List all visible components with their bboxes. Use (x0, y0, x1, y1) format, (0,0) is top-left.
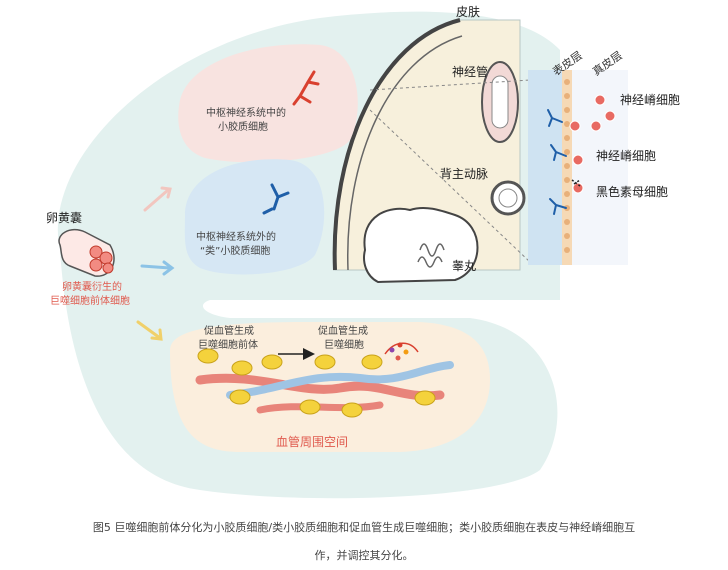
label-cns-microglia-2: 小胶质细胞 (218, 120, 268, 133)
label-testis: 睾丸 (452, 258, 476, 273)
label-melanoblast: 黑色素母细胞 (596, 185, 668, 199)
label-pro-macro-1: 促血管生成 (318, 324, 368, 337)
label-cns-microglia-1: 中枢神经系统中的 (206, 106, 286, 119)
label-pro-precursor-2: 巨噬细胞前体 (198, 338, 258, 351)
label-yolk-precursor-1: 卵黄囊衍生的 (62, 280, 122, 293)
yellow-cells (197, 348, 436, 418)
label-neural-crest-2: 神经嵴细胞 (596, 149, 656, 163)
label-dorsal-aorta: 背主动脉 (440, 166, 488, 181)
embryo-skin-outline (332, 18, 461, 271)
yolk-sac-icon (58, 228, 115, 277)
epidermis-layer (528, 70, 566, 265)
red-microglia-icon (292, 70, 320, 106)
label-pro-macro-2: 巨噬细胞 (324, 338, 364, 351)
label-yolk-sac: 卵黄囊 (46, 210, 82, 225)
epidermal-microglia (547, 109, 567, 215)
secreted-factors-icon (384, 342, 419, 361)
testis-cords (417, 243, 445, 268)
label-neural-crest-1: 神经嵴细胞 (620, 93, 680, 107)
label-pro-precursor-1: 促血管生成 (204, 324, 254, 337)
blue-microglia-icon (262, 183, 290, 215)
figure-caption: 图5 巨噬细胞前体分化为小胶质细胞/类小胶质细胞和促血管生成巨噬细胞；类小胶质细… (30, 514, 698, 570)
caption-line-2: 作，并调控其分化。 (314, 549, 414, 562)
label-extra-cns-2: “类”小胶质细胞 (200, 244, 270, 257)
diagram: 皮肤 神经管 背主动脉 睾丸 表皮层 真皮层 神经嵴细胞 神经嵴细胞 黑色素母细… (46, 4, 680, 499)
label-extra-cns-1: 中枢神经系统外的 (196, 230, 276, 243)
label-perivascular: 血管周围空间 (276, 434, 348, 449)
caption-line-1: 图5 巨噬细胞前体分化为小胶质细胞/类小胶质细胞和促血管生成巨噬细胞；类小胶质细… (92, 521, 636, 534)
label-yolk-precursor-2: 巨噬细胞前体细胞 (50, 294, 130, 307)
extra-cns-region (184, 159, 325, 275)
basal-cells (564, 79, 570, 253)
lineage-arrows (136, 186, 175, 341)
testis-shape (363, 206, 479, 284)
zoom-guides (369, 79, 531, 263)
label-neural-tube: 神经管 (452, 64, 488, 79)
neural-crest-cells (569, 94, 616, 194)
label-skin: 皮肤 (456, 4, 480, 19)
